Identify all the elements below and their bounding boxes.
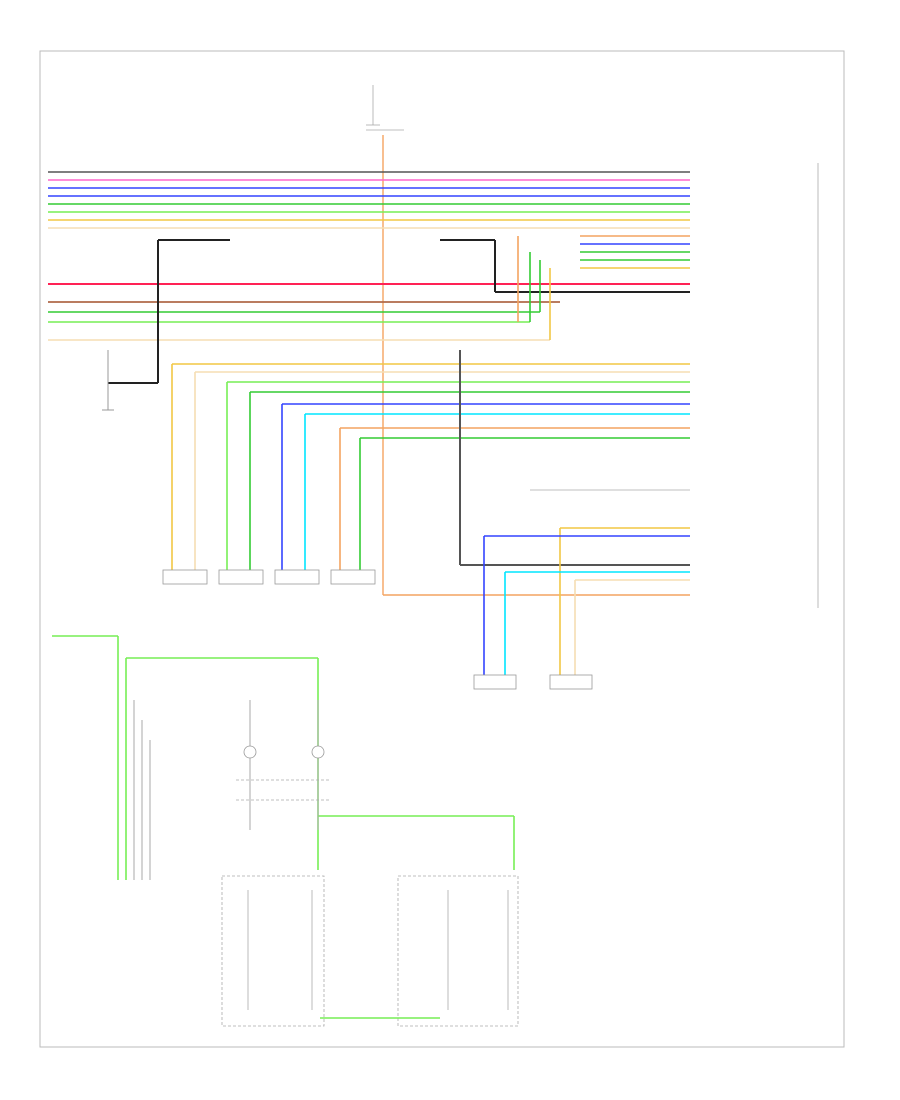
rear-speaker-wires	[473, 527, 690, 690]
speaker-rf	[218, 569, 264, 585]
speaker-lr	[274, 569, 320, 585]
speaker-feed-wires	[171, 350, 690, 570]
left-switch-box	[221, 875, 325, 1027]
bulb-right	[311, 745, 325, 759]
speaker-rr-rear	[473, 674, 517, 690]
switch-modules	[221, 875, 519, 1027]
speaker-rr	[330, 569, 376, 585]
right-switch-box	[397, 875, 519, 1027]
upper-wire-bus	[48, 171, 690, 384]
diagram-border	[39, 50, 845, 1048]
middle-component	[236, 700, 330, 830]
steering-controls	[52, 635, 515, 880]
front-speakers	[162, 569, 376, 585]
speaker-lr-rear	[549, 674, 593, 690]
left-ground	[102, 350, 114, 411]
speaker-lf	[162, 569, 208, 585]
bulb-left	[243, 745, 257, 759]
